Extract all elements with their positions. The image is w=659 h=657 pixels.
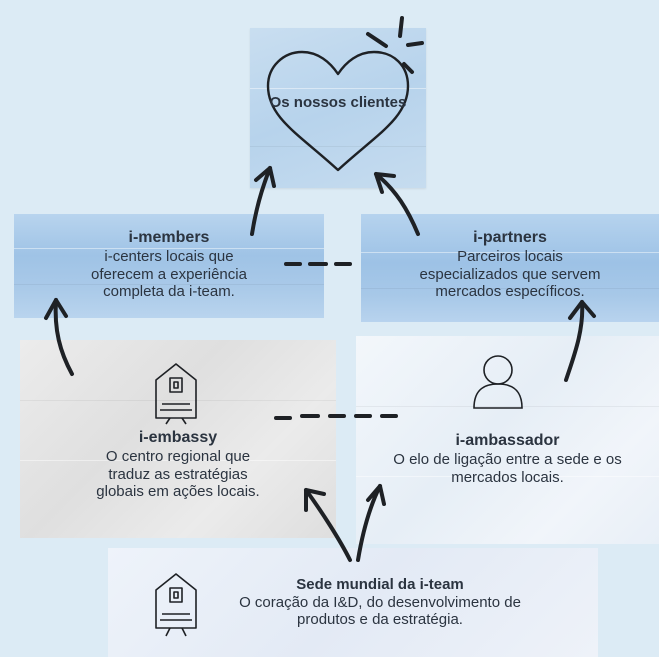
dashed-connector <box>274 414 398 420</box>
partners-card <box>361 214 659 322</box>
members-title: i-members <box>128 229 210 246</box>
embassy-desc-line: traduz as estratégias <box>108 465 248 483</box>
sede-text: Sede mundial da i-team O coração da I&D,… <box>170 576 590 629</box>
sparkle-icon <box>366 16 424 74</box>
arrow-sede-to-ambassador <box>356 484 386 562</box>
building-icon <box>155 573 197 637</box>
ambassador-desc-line: O elo de ligação entre a sede e os <box>393 450 622 468</box>
sede-card <box>108 548 598 657</box>
members-desc-line: oferecem a experiência <box>91 265 247 283</box>
sede-desc-line: produtos e da estratégia. <box>297 611 463 629</box>
members-card <box>14 214 324 318</box>
arrow-sede-to-embassy <box>304 488 352 562</box>
sede-title: Sede mundial da i-team <box>296 576 464 593</box>
members-text: i-members i-centers locais que oferecem … <box>14 229 324 301</box>
person-icon <box>473 355 523 409</box>
arrow-embassy-to-members <box>44 298 74 376</box>
ambassador-title: i-ambassador <box>455 432 560 449</box>
ambassador-desc-line: mercados locais. <box>451 468 564 486</box>
embassy-desc-line: globais em ações locais. <box>96 483 260 501</box>
ambassador-card <box>356 336 659 544</box>
clientes-title: Os nossos clientes <box>269 94 407 111</box>
partners-text: i-partners Parceiros locais especializad… <box>361 229 659 301</box>
building-icon <box>155 363 197 425</box>
ambassador-text: i-ambassador O elo de ligação entre a se… <box>356 432 659 486</box>
sede-desc-line: O coração da I&D, do desenvolvimento de <box>239 593 521 611</box>
heart-icon <box>266 50 410 172</box>
partners-title: i-partners <box>473 229 547 246</box>
arrow-members-to-clientes <box>250 166 276 236</box>
clientes-card <box>250 28 426 188</box>
members-desc-line: i-centers locais que <box>104 247 234 265</box>
partners-desc-line: especializados que servem <box>419 265 601 283</box>
members-desc-line: completa da i-team. <box>103 283 235 301</box>
embassy-text: i-embassy O centro regional que traduz a… <box>20 429 336 501</box>
partners-desc-line: Parceiros locais <box>457 247 563 265</box>
arrow-ambassador-to-partners <box>564 300 596 382</box>
embassy-desc-line: O centro regional que <box>105 447 251 465</box>
embassy-title: i-embassy <box>138 429 218 446</box>
arrow-partners-to-clientes <box>374 172 420 236</box>
partners-desc-line: mercados específicos. <box>435 283 585 301</box>
clientes-label: Os nossos clientes <box>266 94 410 112</box>
